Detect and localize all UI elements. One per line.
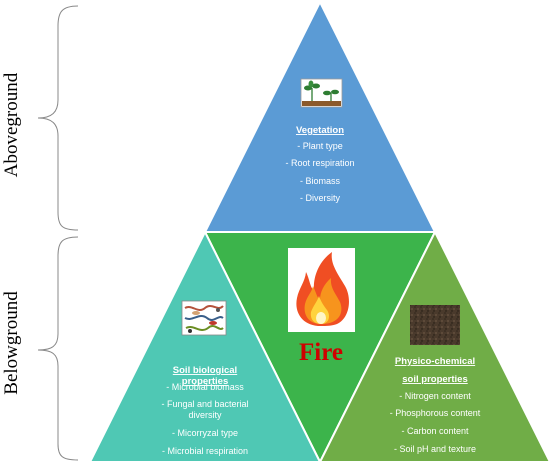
- soil-texture-icon: [410, 305, 460, 345]
- physico-chemical-item: - Nitrogen content: [399, 391, 471, 401]
- physico-chemical-triangle: [318, 229, 551, 463]
- soil-biological-title: properties: [182, 376, 228, 387]
- belowground-label: Belowground: [1, 291, 22, 395]
- fire-label: Fire: [299, 339, 343, 366]
- soil-biological-item: - Microbial respiration: [162, 446, 248, 456]
- physico-chemical-item: - Soil pH and texture: [394, 444, 476, 454]
- vegetation-item: - Diversity: [300, 193, 340, 203]
- plant-seedlings-icon: [300, 78, 343, 108]
- soil-biological-triangle: [88, 229, 322, 463]
- soil-biological-item: - Fungal and bacterial: [161, 399, 248, 409]
- soil-biological-item: - Micorryzal type: [172, 428, 238, 438]
- soil-biological-item: diversity: [188, 410, 222, 420]
- vegetation-item: - Plant type: [297, 141, 343, 151]
- vegetation-title: Vegetation: [296, 125, 344, 136]
- microorganisms-icon: [181, 300, 227, 336]
- soil-biological-title: Soil biological: [173, 365, 237, 376]
- aboveground-label: Aboveground: [1, 72, 22, 177]
- physico-chemical-title: Physico-chemical: [395, 356, 475, 367]
- flame-icon: [288, 248, 355, 332]
- vegetation-item: - Root respiration: [285, 158, 354, 168]
- physico-chemical-title: soil properties: [402, 374, 467, 385]
- vegetation-item: - Biomass: [300, 176, 341, 186]
- physico-chemical-item: - Phosphorous content: [390, 408, 481, 418]
- aboveground-brace: [37, 5, 79, 231]
- physico-chemical-item: - Carbon content: [401, 426, 469, 436]
- soil-biological-item: - Microbial biomass: [166, 382, 244, 392]
- belowground-brace: [37, 236, 79, 461]
